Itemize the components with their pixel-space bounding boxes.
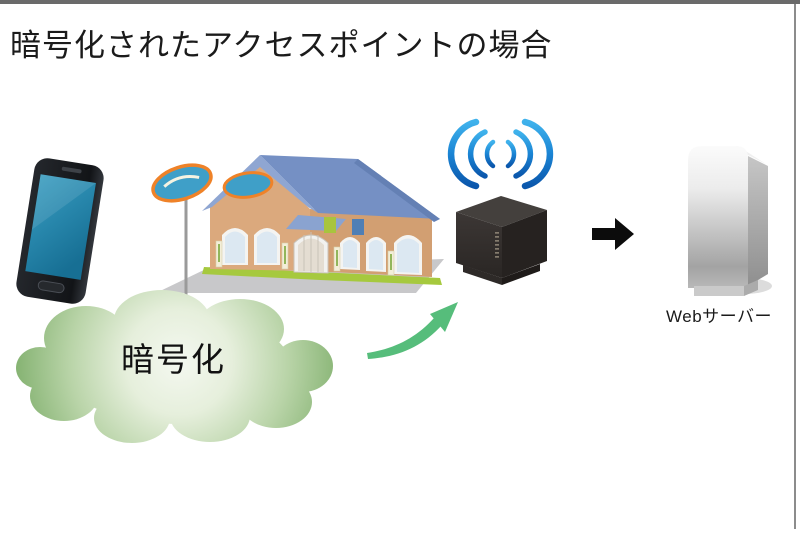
web-server-icon <box>688 146 772 296</box>
encryption-cloud <box>16 290 333 443</box>
window-glass <box>369 240 383 270</box>
cloud-shape <box>16 290 333 443</box>
curved-arrow-icon <box>367 302 458 359</box>
server-label: Webサーバー <box>666 307 772 326</box>
grass-strip <box>202 267 442 285</box>
server-base-side <box>744 280 758 296</box>
wifi-waves-icon <box>447 118 554 190</box>
access-point-box <box>456 196 547 285</box>
smartphone-icon <box>16 158 104 304</box>
flag-sign <box>151 163 213 203</box>
phone-screen <box>25 174 96 280</box>
door-slats <box>303 232 319 272</box>
page-title: 暗号化されたアクセスポイントの場合 <box>10 28 553 63</box>
roof-edge <box>354 159 440 222</box>
access-point-icon <box>447 118 554 285</box>
phone-body-group <box>16 158 104 304</box>
gable-sign <box>222 171 274 199</box>
phone-home-button <box>37 280 65 294</box>
right-border <box>794 4 796 529</box>
server-side <box>748 156 768 286</box>
gable-roof-trim <box>202 155 318 213</box>
curved-arrow-body <box>367 318 442 359</box>
roof-banner <box>352 219 364 235</box>
menu-banners <box>215 240 395 276</box>
phone-speaker <box>61 166 82 174</box>
window-glass <box>397 238 419 273</box>
curved-arrow-head <box>430 302 458 332</box>
right-arrow-icon <box>592 218 634 250</box>
shop-building-icon <box>151 155 444 301</box>
top-border <box>0 0 800 4</box>
main-roof <box>260 155 440 219</box>
encryption-cloud-label: 暗号化 <box>121 341 226 378</box>
vent-lights <box>495 232 499 258</box>
server-base <box>694 286 744 296</box>
server-front <box>688 146 748 288</box>
window-glass <box>343 240 357 268</box>
roof-banner <box>324 217 336 233</box>
window-glass <box>225 231 245 263</box>
window-glass <box>257 231 277 263</box>
screen-shine <box>31 174 96 230</box>
